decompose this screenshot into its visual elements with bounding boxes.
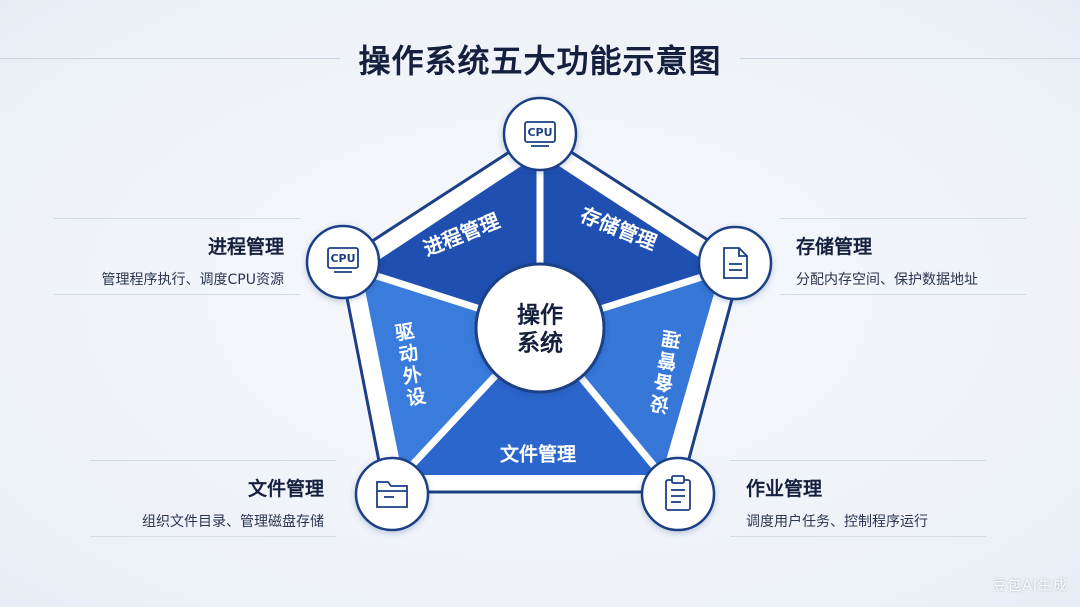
callout-job: 作业管理 调度用户任务、控制程序运行 <box>730 460 986 537</box>
callout-job-title: 作业管理 <box>746 478 823 500</box>
callout-storage-desc: 分配内存空间、保护数据地址 <box>796 272 978 288</box>
diagram-title: 操作系统五大功能示意图 <box>358 42 722 80</box>
title-rule-right <box>740 58 1080 59</box>
svg-text:CPU: CPU <box>330 252 355 265</box>
cpu-icon: CPU <box>327 247 359 273</box>
callout-file-desc: 组织文件目录、管理磁盘存储 <box>142 514 324 530</box>
callout-file-rule-top <box>90 460 336 461</box>
node-bottom-left <box>354 456 430 532</box>
callout-file-rule-bottom <box>90 536 336 537</box>
driver-label-char: 外 <box>401 362 424 388</box>
node-right <box>697 225 773 301</box>
sector-label-file: 文件管理 <box>500 443 576 466</box>
callout-job-rule-top <box>730 460 986 461</box>
center-label-line1: 操作 <box>517 303 563 329</box>
callout-process-desc: 管理程序执行、调度CPU资源 <box>101 272 284 288</box>
callout-process-rule-top <box>54 218 300 219</box>
node-top: CPU <box>502 96 578 172</box>
watermark: 豆包AI生成 <box>992 578 1068 594</box>
device-label-char: 管 <box>656 348 679 374</box>
callout-storage-rule-top <box>780 218 1026 219</box>
callout-process: 进程管理 管理程序执行、调度CPU资源 <box>54 218 300 295</box>
callout-storage: 存储管理 分配内存空间、保护数据地址 <box>780 218 1026 295</box>
title-rule-left <box>0 58 340 59</box>
svg-text:CPU: CPU <box>527 126 552 139</box>
sector-file <box>400 328 664 478</box>
device-label-char: 理 <box>660 326 683 351</box>
document-icon <box>723 247 748 279</box>
callout-storage-rule-bottom <box>780 294 1026 295</box>
callout-process-rule-bottom <box>54 294 300 295</box>
callout-process-title: 进程管理 <box>207 236 284 258</box>
device-label-char: 设 <box>648 391 671 416</box>
callout-storage-title: 存储管理 <box>796 236 873 258</box>
callout-file: 文件管理 组织文件目录、管理磁盘存储 <box>90 460 336 537</box>
callout-file-title: 文件管理 <box>247 478 324 500</box>
clipboard-icon <box>665 475 691 511</box>
folder-icon <box>376 481 408 508</box>
node-left: CPU <box>305 224 381 300</box>
callout-job-desc: 调度用户任务、控制程序运行 <box>746 514 928 530</box>
center-circle <box>474 262 606 394</box>
node-bottom-right <box>640 456 716 532</box>
driver-label-char: 驱 <box>393 320 416 345</box>
cpu-icon: CPU <box>524 121 556 147</box>
driver-label-char: 动 <box>397 342 420 367</box>
center-label-line2: 系统 <box>517 330 563 357</box>
callout-job-rule-bottom <box>730 536 986 537</box>
driver-label-char: 设 <box>405 385 428 410</box>
